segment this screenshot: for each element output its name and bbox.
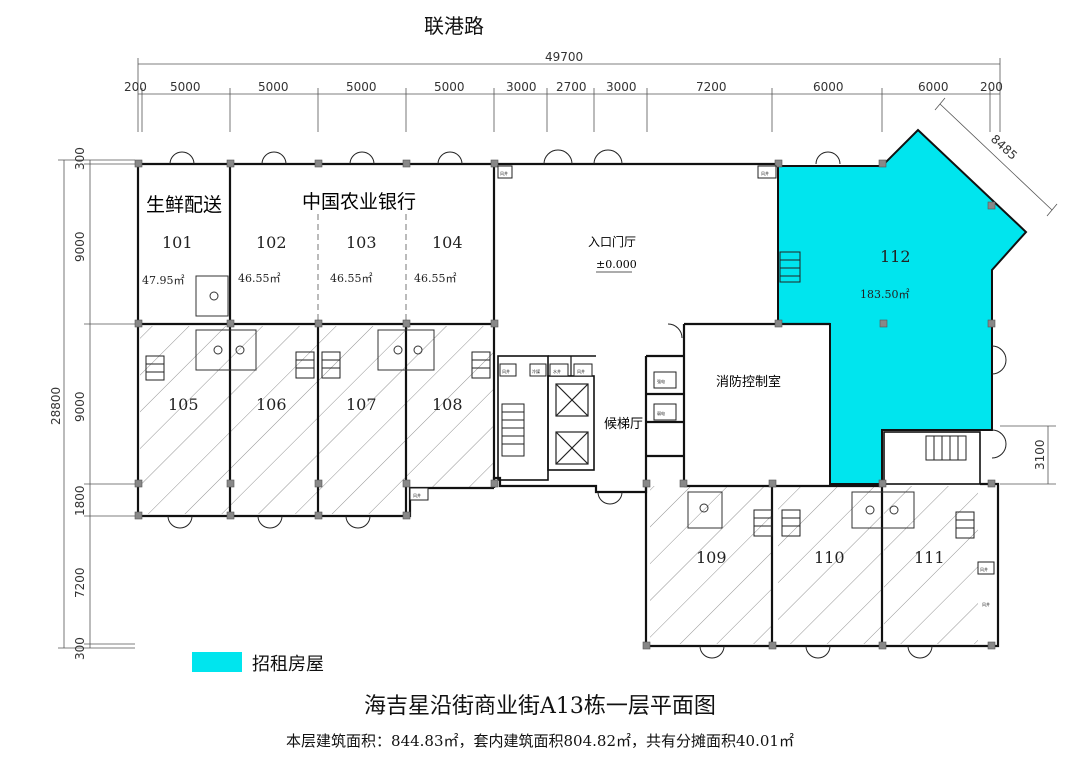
dim-left-2: 9000: [73, 391, 87, 422]
dim-diagonal: 8485: [988, 132, 1020, 163]
room-106-num: 106: [256, 395, 287, 414]
lobby-level: ±0.000: [596, 258, 637, 271]
room-102-area: 46.55㎡: [238, 272, 281, 285]
dashed-partitions: [317, 214, 407, 324]
left-dimensions: [58, 159, 135, 649]
room-110-num: 110: [814, 548, 845, 567]
dim-top-5: 3000: [506, 80, 537, 94]
unit-106-hatch: [230, 326, 318, 514]
room-101-num: 101: [162, 233, 193, 252]
room-108-num: 108: [432, 395, 463, 414]
label-well-3: 风井: [413, 492, 421, 498]
stairs: [145, 251, 975, 539]
doors: [167, 149, 1007, 659]
bank-name: 中国农业银行: [302, 191, 416, 213]
elevators: [555, 383, 589, 465]
room-101-name: 生鲜配送: [146, 194, 222, 216]
dim-top-0: 200: [124, 80, 147, 94]
label-wind: 风井: [577, 368, 585, 374]
unit-105-hatch: [140, 326, 230, 514]
street-name: 联港路: [424, 14, 484, 38]
dim-left-1: 9000: [73, 231, 87, 262]
fire-control-label: 消防控制室: [716, 374, 781, 390]
equipment-boxes: [409, 165, 995, 575]
room-101-area: 47.95㎡: [142, 274, 185, 287]
label-well-4: 风井: [980, 566, 988, 572]
unit-110-hatch: [778, 486, 882, 644]
diagonal-dimension: [934, 97, 1058, 217]
dim-top-3: 5000: [346, 80, 377, 94]
room-109-num: 109: [696, 548, 727, 567]
label-wind-2: 风井: [982, 601, 990, 607]
dim-left-0: 300: [73, 147, 87, 170]
room-105-num: 105: [168, 395, 199, 414]
room-112-num: 112: [880, 247, 911, 266]
dim-top-9: 6000: [813, 80, 844, 94]
unit-107-hatch: [318, 326, 406, 514]
legend-label: 招租房屋: [252, 654, 324, 675]
room-111-num: 111: [914, 548, 945, 567]
label-cold: 冷媒: [532, 368, 540, 374]
label-water: 水井: [553, 368, 561, 374]
label-strong: 强电: [657, 378, 665, 384]
dim-top-2: 5000: [258, 80, 289, 94]
room-104-area: 46.55㎡: [414, 272, 457, 285]
toilets: [195, 275, 915, 529]
right-dimension: [1000, 425, 1056, 485]
lobby-label: 入口门厅: [588, 234, 636, 249]
room-103-num: 103: [346, 233, 377, 252]
top-dim-labels: 200 5000 5000 5000 5000 3000 2700 3000 7…: [124, 80, 1003, 94]
room-112-area: 183.50㎡: [860, 288, 910, 301]
dim-top-1: 5000: [170, 80, 201, 94]
dim-left-5: 300: [73, 637, 87, 660]
dim-total-width: 49700: [545, 50, 583, 64]
top-dimensions: [137, 58, 1001, 132]
plan-area-summary: 本层建筑面积：844.83㎡，套内建筑面积804.82㎡，共有分摊面积40.01…: [286, 732, 794, 750]
plan-title: 海吉星沿街商业街A13栋一层平面图: [364, 694, 716, 719]
columns: [134, 159, 996, 650]
label-well-1: 风井: [500, 170, 508, 176]
dim-top-7: 3000: [606, 80, 637, 94]
label-well-5: 风井: [502, 368, 510, 374]
room-102-num: 102: [256, 233, 287, 252]
unit-112-rent-area: [777, 128, 1028, 485]
label-well-2: 风井: [761, 170, 769, 176]
dim-left-3: 1800: [73, 485, 87, 516]
dim-top-4: 5000: [434, 80, 465, 94]
dim-top-8: 7200: [696, 80, 727, 94]
room-107-num: 107: [346, 395, 377, 414]
dim-top-6: 2700: [556, 80, 587, 94]
elevator-hall-label: 候梯厅: [604, 417, 643, 432]
dim-left-4: 7200: [73, 567, 87, 598]
dim-top-10: 6000: [918, 80, 949, 94]
label-weak: 弱电: [657, 410, 665, 416]
room-104-num: 104: [432, 233, 463, 252]
unit-109-hatch: [650, 486, 772, 644]
dim-top-11: 200: [980, 80, 1003, 94]
room-103-area: 46.55㎡: [330, 272, 373, 285]
dim-left-total: 28800: [49, 387, 63, 425]
legend-swatch: [192, 652, 242, 672]
dim-right: 3100: [1033, 439, 1047, 470]
